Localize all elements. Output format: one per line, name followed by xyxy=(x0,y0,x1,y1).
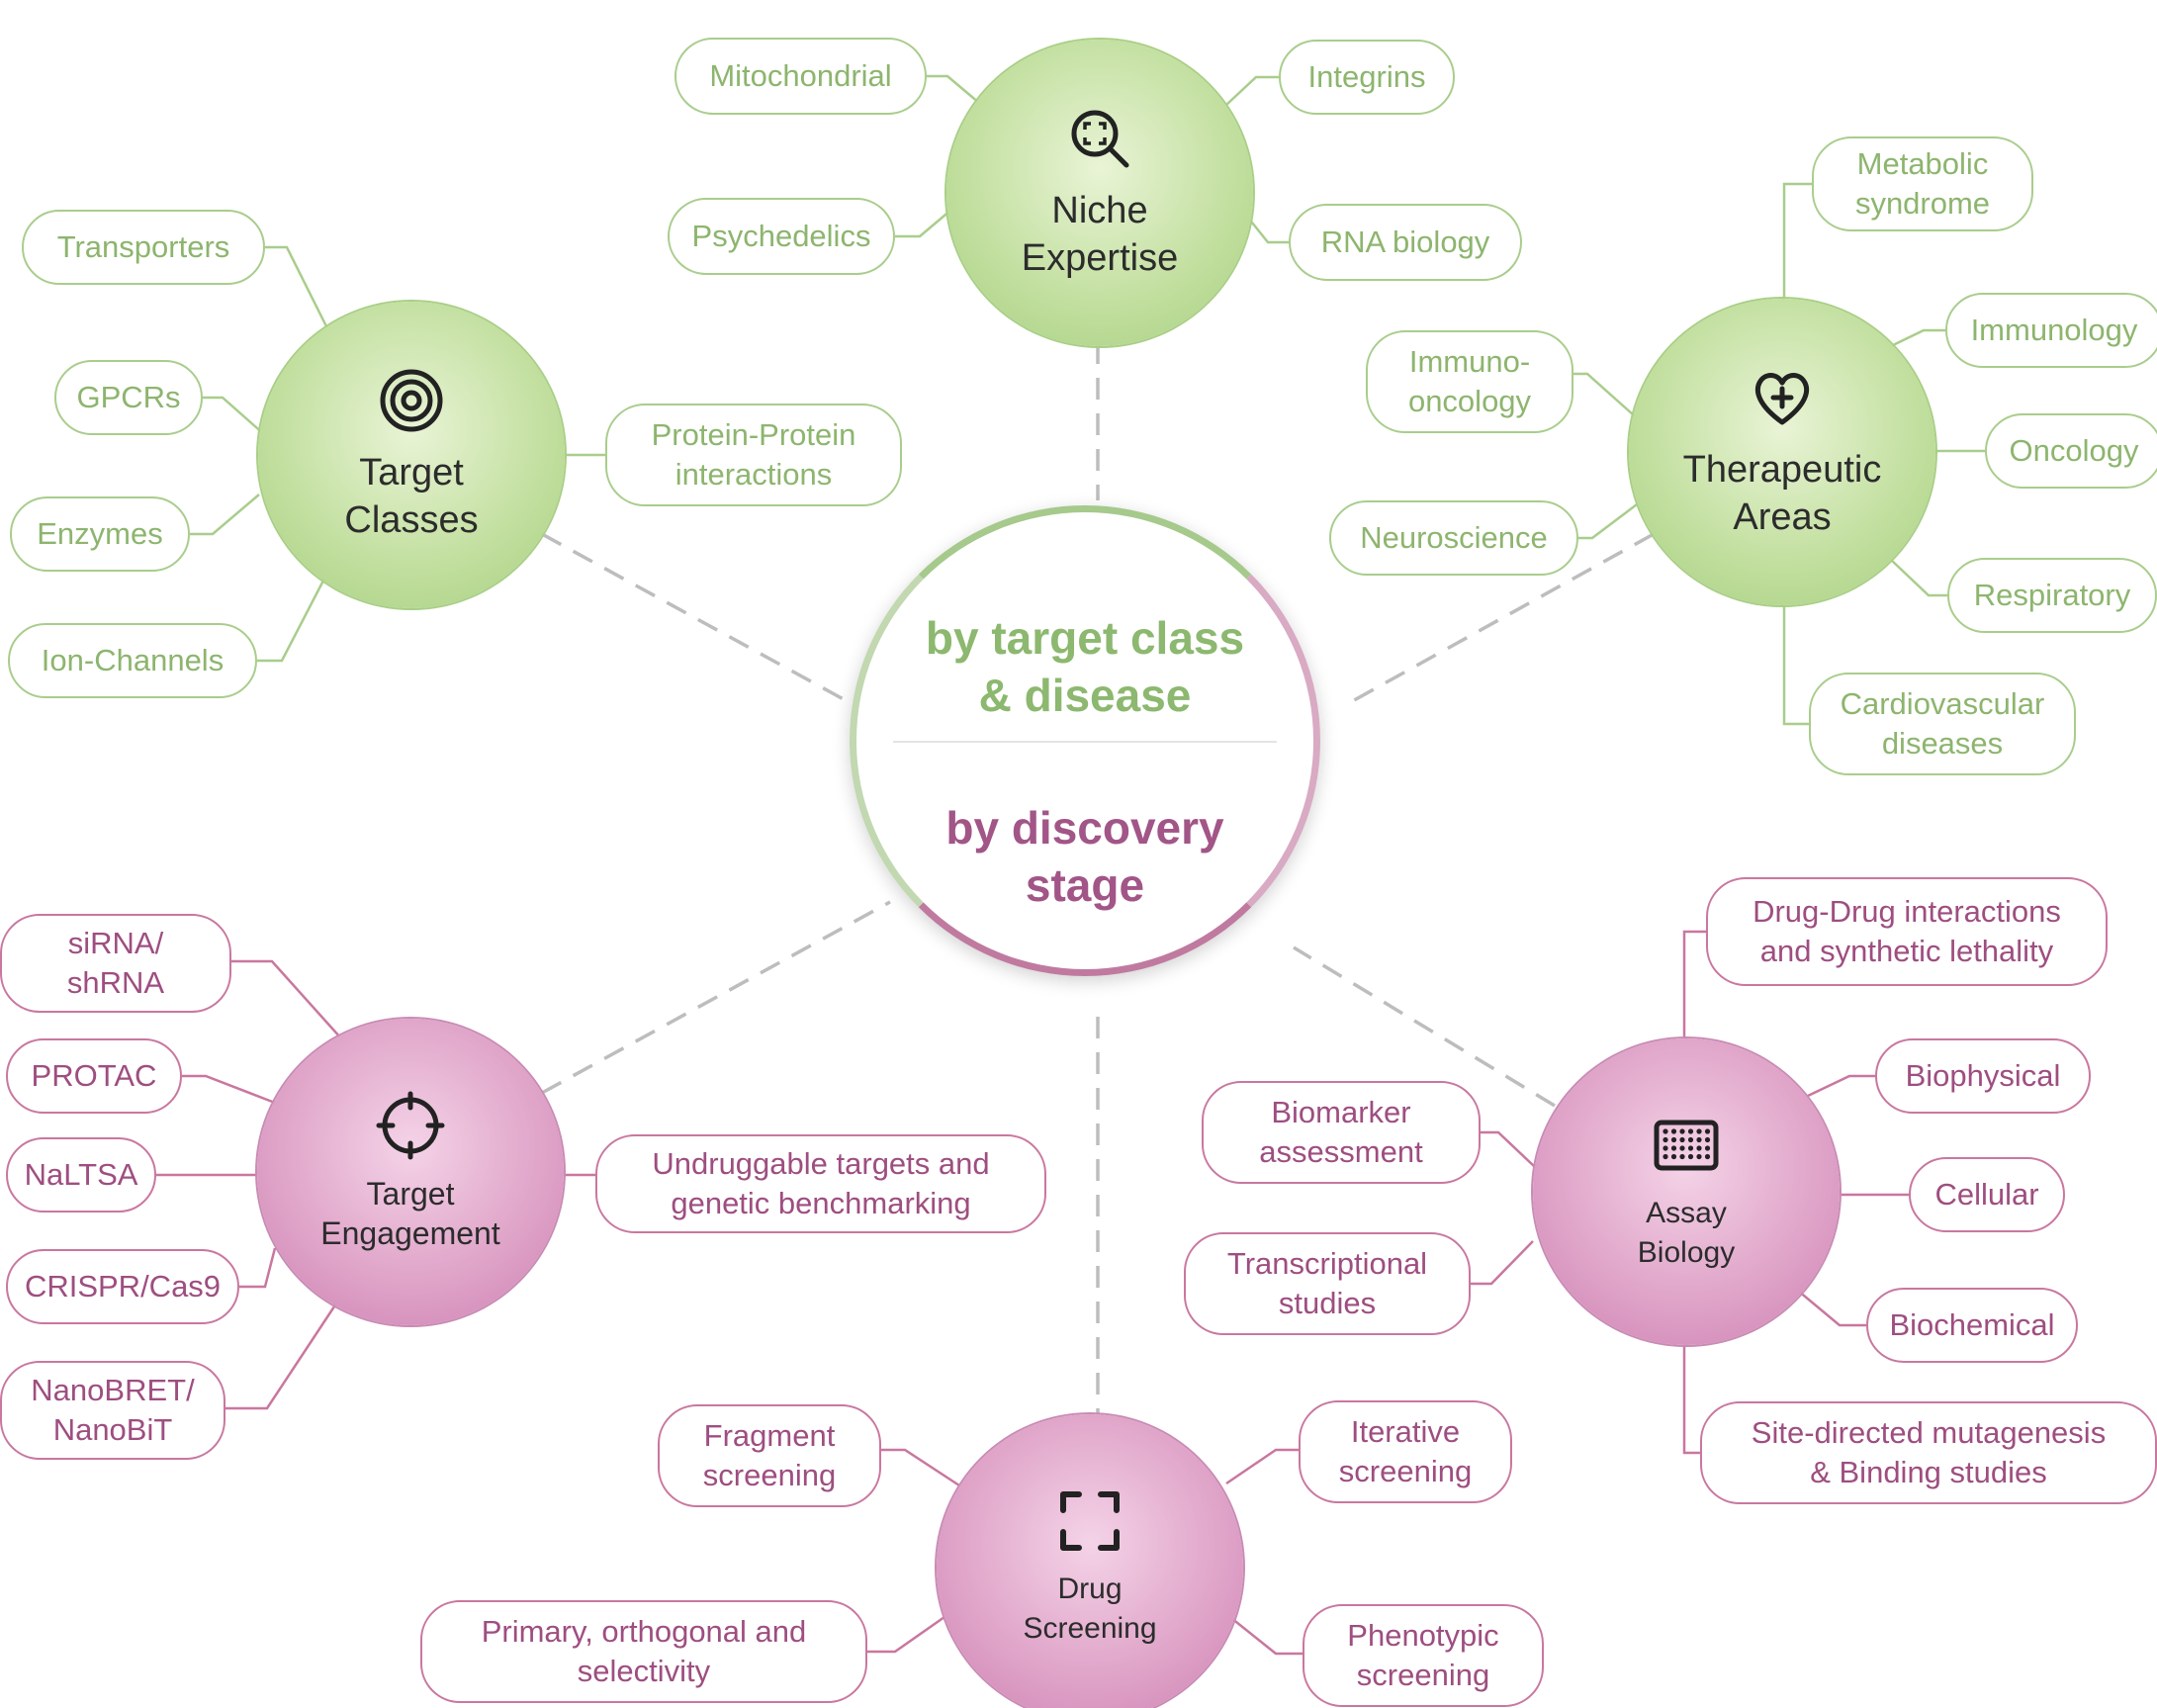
hub-assay: Assay Biology xyxy=(1533,1038,1840,1345)
connector-assay-2 xyxy=(1807,1074,1875,1098)
leaf-assay-5: Transcriptional studies xyxy=(1184,1232,1471,1335)
leaf-drug-screening-4: Phenotypic screening xyxy=(1303,1604,1544,1707)
hub-label: Niche Expertise xyxy=(1021,190,1179,279)
connector-target-engagement-5 xyxy=(225,1303,338,1410)
leaf-target-engagement-3: NaLTSA xyxy=(6,1137,156,1213)
leaf-therapeutic-3: Immuno- oncology xyxy=(1366,330,1573,433)
connector-assay-1 xyxy=(1682,930,1706,1038)
dashed-spoke-5 xyxy=(1293,945,1556,1108)
leaf-niche-1: Mitochondrial xyxy=(674,38,927,115)
hub-target-classes: Target Classes xyxy=(258,302,565,608)
magnifier-scan-icon xyxy=(1065,104,1134,173)
connector-assay-7 xyxy=(1682,1345,1700,1455)
dashed-spoke-2 xyxy=(541,532,854,706)
leaf-niche-2: Psychedelics xyxy=(668,198,895,275)
dashed-spoke-3 xyxy=(1346,532,1655,706)
leaf-target-classes-5: Protein-Protein interactions xyxy=(605,404,902,506)
leaf-target-engagement-2: PROTAC xyxy=(6,1038,182,1114)
connector-therapeutic-1 xyxy=(1782,182,1812,301)
dashed-spoke-4 xyxy=(541,900,891,1095)
connector-niche-2 xyxy=(895,209,952,238)
leaf-target-classes-4: Ion-Channels xyxy=(8,623,257,698)
leaf-therapeutic-7: Cardiovascular diseases xyxy=(1809,673,2076,775)
crosshair-icon xyxy=(376,1091,445,1160)
leaf-assay-1: Drug-Drug interactions and synthetic let… xyxy=(1706,877,2108,986)
connector-target-classes-2 xyxy=(203,396,266,436)
connector-target-classes-4 xyxy=(257,578,326,663)
center-divider xyxy=(892,741,1278,743)
connector-assay-5 xyxy=(1471,1240,1534,1286)
center-circle: by target class & disease by discovery s… xyxy=(850,505,1320,976)
connector-assay-6 xyxy=(1797,1290,1866,1327)
hub-label: Drug Screening xyxy=(1023,1573,1157,1645)
leaf-assay-3: Biomarker assessment xyxy=(1202,1081,1481,1184)
connector-target-classes-3 xyxy=(190,494,260,536)
center-label-target-class-disease: by target class & disease xyxy=(925,612,1245,721)
leaf-therapeutic-5: Neuroscience xyxy=(1329,500,1578,576)
connector-target-classes-1 xyxy=(265,245,328,327)
center-label-discovery-stage: by discovery stage xyxy=(945,802,1224,911)
connector-drug-screening-4 xyxy=(1230,1617,1303,1656)
connector-target-engagement-1 xyxy=(231,959,342,1039)
connector-niche-1 xyxy=(927,74,980,104)
leaf-target-classes-3: Enzymes xyxy=(10,496,190,572)
leaf-assay-6: Biochemical xyxy=(1866,1288,2078,1363)
heart-plus-icon xyxy=(1748,363,1817,432)
connector-target-engagement-4 xyxy=(239,1247,277,1289)
hub-label: Assay Biology xyxy=(1637,1197,1736,1269)
hub-therapeutic: Therapeutic Areas xyxy=(1629,299,1935,605)
scan-frame-icon xyxy=(1055,1486,1124,1556)
leaf-drug-screening-2: Iterative screening xyxy=(1299,1400,1512,1503)
connector-drug-screening-2 xyxy=(1225,1448,1299,1485)
leaf-niche-4: RNA biology xyxy=(1289,204,1522,281)
connector-therapeutic-3 xyxy=(1573,372,1635,416)
leaf-assay-7: Site-directed mutagenesis & Binding stud… xyxy=(1700,1401,2157,1504)
connector-drug-screening-3 xyxy=(867,1615,945,1654)
leaf-target-engagement-5: NanoBRET/ NanoBiT xyxy=(0,1361,225,1460)
leaf-target-engagement-6: Undruggable targets and genetic benchmar… xyxy=(595,1134,1046,1233)
hub-drug-screening: Drug Screening xyxy=(937,1414,1243,1708)
hub-label: Target Classes xyxy=(344,452,479,541)
leaf-niche-3: Integrins xyxy=(1279,40,1455,115)
leaf-target-classes-1: Transporters xyxy=(22,210,265,285)
target-rings-icon xyxy=(377,366,446,435)
leaf-target-engagement-1: siRNA/ shRNA xyxy=(0,914,231,1013)
leaf-target-engagement-4: CRISPR/Cas9 xyxy=(6,1249,239,1324)
hub-target-engagement: Target Engagement xyxy=(257,1019,564,1325)
leaf-drug-screening-3: Primary, orthogonal and selectivity xyxy=(420,1600,867,1703)
hub-label: Target Engagement xyxy=(320,1176,500,1251)
connector-niche-4 xyxy=(1247,217,1289,244)
connector-assay-3 xyxy=(1481,1130,1536,1168)
leaf-therapeutic-1: Metabolic syndrome xyxy=(1812,136,2033,231)
leaf-therapeutic-2: Immunology xyxy=(1945,293,2157,368)
connector-target-engagement-2 xyxy=(182,1074,276,1105)
hub-niche: Niche Expertise xyxy=(946,40,1253,346)
leaf-assay-4: Cellular xyxy=(1909,1157,2065,1232)
connector-drug-screening-1 xyxy=(881,1448,960,1487)
connector-therapeutic-6 xyxy=(1890,559,1947,597)
connector-therapeutic-2 xyxy=(1890,328,1945,348)
connector-therapeutic-5 xyxy=(1578,503,1638,540)
leaf-therapeutic-4: Oncology xyxy=(1985,413,2157,489)
leaf-therapeutic-6: Respiratory xyxy=(1947,558,2157,633)
leaf-assay-2: Biophysical xyxy=(1875,1038,2091,1114)
connector-therapeutic-7 xyxy=(1782,605,1809,726)
leaf-target-classes-2: GPCRs xyxy=(54,360,203,435)
hub-label: Therapeutic Areas xyxy=(1682,449,1882,538)
leaf-drug-screening-1: Fragment screening xyxy=(658,1404,881,1507)
well-plate-icon xyxy=(1652,1111,1721,1180)
connector-niche-3 xyxy=(1225,75,1279,106)
